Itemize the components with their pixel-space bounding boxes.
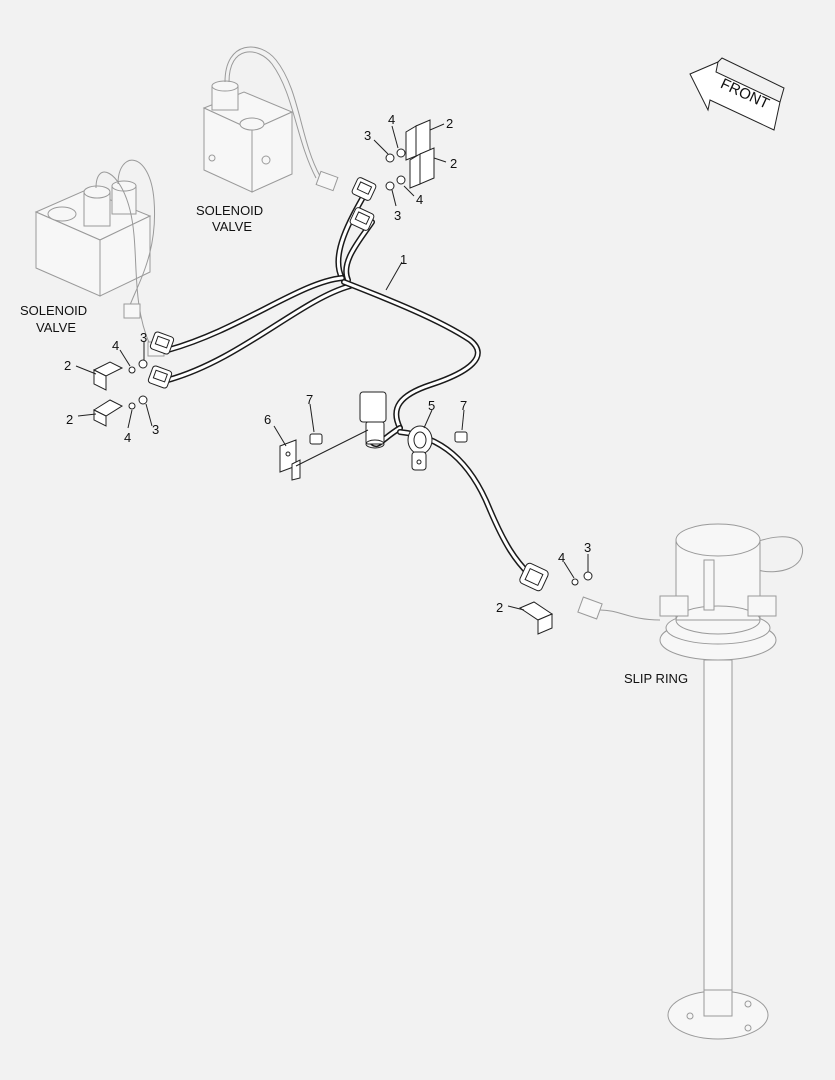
front-direction-arrow: FRONT — [689, 57, 785, 131]
bracket-left-1 — [92, 361, 124, 391]
wire-harness — [165, 189, 533, 578]
solenoid-valve-left-label-2: VALVE — [36, 320, 76, 335]
leader-lines — [75, 123, 589, 611]
connector-top-2 — [349, 207, 375, 231]
callout-4-top-a: 4 — [388, 112, 395, 127]
sensor-module — [359, 391, 387, 449]
callout-2-top-b: 2 — [450, 156, 457, 171]
connector-left-1 — [149, 331, 175, 355]
callout-3-left-b: 3 — [152, 422, 159, 437]
connector-slip-ring — [519, 562, 549, 592]
bracket-slip-ring — [518, 601, 554, 635]
callout-3-top-a: 3 — [364, 128, 371, 143]
callout-5: 5 — [428, 398, 435, 413]
callout-7-a: 7 — [306, 392, 313, 407]
callout-3-left-a: 3 — [140, 330, 147, 345]
connector-left-2 — [147, 365, 173, 389]
solenoid-valve-right-label-2: VALVE — [212, 219, 252, 234]
callout-2-left-b: 2 — [66, 412, 73, 427]
callout-2-top-a: 2 — [446, 116, 453, 131]
bracket-item-6 — [279, 439, 301, 481]
callout-3-top-b: 3 — [394, 208, 401, 223]
bracket-top-2 — [409, 147, 435, 189]
callout-3-slip-ring: 3 — [584, 540, 591, 555]
harness-clamp — [407, 425, 433, 471]
connector-top-1 — [351, 177, 377, 201]
solenoid-valve-left-label-1: SOLENOID — [20, 303, 87, 318]
callout-2-left-a: 2 — [64, 358, 71, 373]
screws-washers — [128, 148, 593, 586]
callout-6: 6 — [264, 412, 271, 427]
callout-4-left-b: 4 — [124, 430, 131, 445]
solenoid-valve-right-label-1: SOLENOID — [196, 203, 263, 218]
callout-4-left-a: 4 — [112, 338, 119, 353]
callout-4-slip-ring: 4 — [558, 550, 565, 565]
slip-ring-label: SLIP RING — [624, 671, 688, 686]
callout-2-slip-ring: 2 — [496, 600, 503, 615]
bracket-left-2 — [92, 399, 124, 427]
slip-ring — [577, 523, 803, 1040]
callout-4-top-b: 4 — [416, 192, 423, 207]
callout-7-b: 7 — [460, 398, 467, 413]
solenoid-valve-right — [202, 46, 339, 193]
callout-1: 1 — [400, 252, 407, 267]
